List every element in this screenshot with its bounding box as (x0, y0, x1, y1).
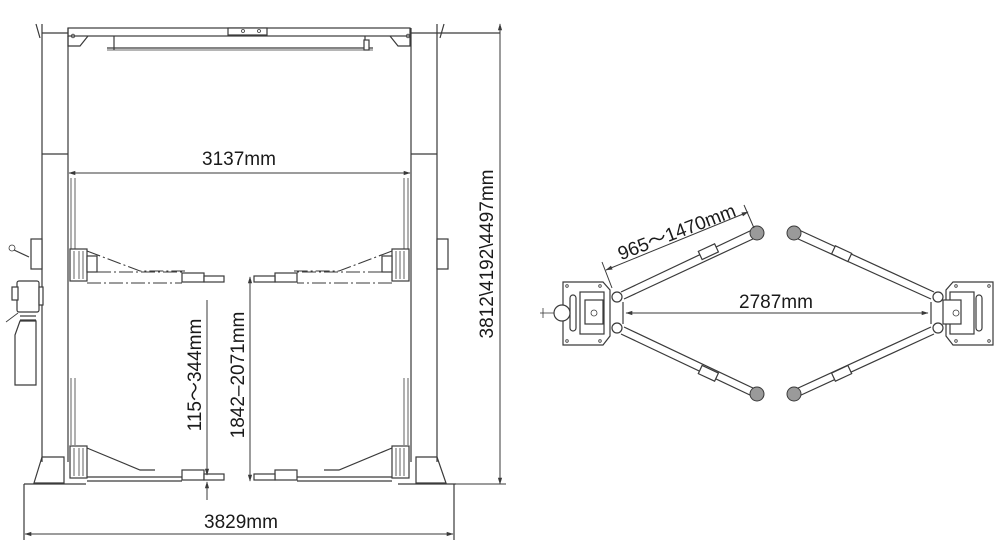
power-unit (5, 238, 44, 386)
label-arm-length: 965～1470mm (615, 201, 739, 265)
dimension-inner-width: 3137mm (68, 149, 411, 176)
right-arm-upper (786, 225, 935, 300)
dimension-lift-height: 1842–2071mm (228, 276, 253, 482)
dimension-arm-length: 965～1470mm (601, 201, 755, 289)
dimension-base-width: 3829mm (23, 484, 455, 540)
left-arm-lower (620, 326, 765, 402)
top-view: 965～1470mm 2787mm (540, 201, 994, 402)
label-overall-height: 3812\4192\4497mm (477, 169, 498, 338)
label-pickup-height: 115～344mm (185, 319, 206, 432)
label-column-distance: 2787mm (739, 292, 813, 313)
upper-carriage-right (253, 178, 410, 284)
left-column-baseplate (540, 281, 624, 346)
dimension-column-distance: 2787mm (625, 292, 929, 316)
right-column-baseplate (930, 281, 994, 346)
lower-carriage-left (69, 378, 225, 482)
right-arm-lower (786, 326, 935, 402)
label-base-width: 3829mm (204, 512, 278, 533)
lower-carriage-right (253, 378, 410, 482)
upper-carriage-left (69, 178, 225, 284)
right-column (398, 23, 456, 485)
label-inner-width: 3137mm (202, 149, 276, 170)
top-overhead-beam (42, 27, 500, 51)
dimension-overall-height: 3812\4192\4497mm (456, 23, 506, 485)
label-lift-height: 1842–2071mm (228, 312, 249, 439)
dimension-pickup-height: 115～344mm (185, 300, 210, 500)
front-view: 3137mm 3812\4192\4497mm 115～344mm 1842–2… (5, 23, 506, 540)
